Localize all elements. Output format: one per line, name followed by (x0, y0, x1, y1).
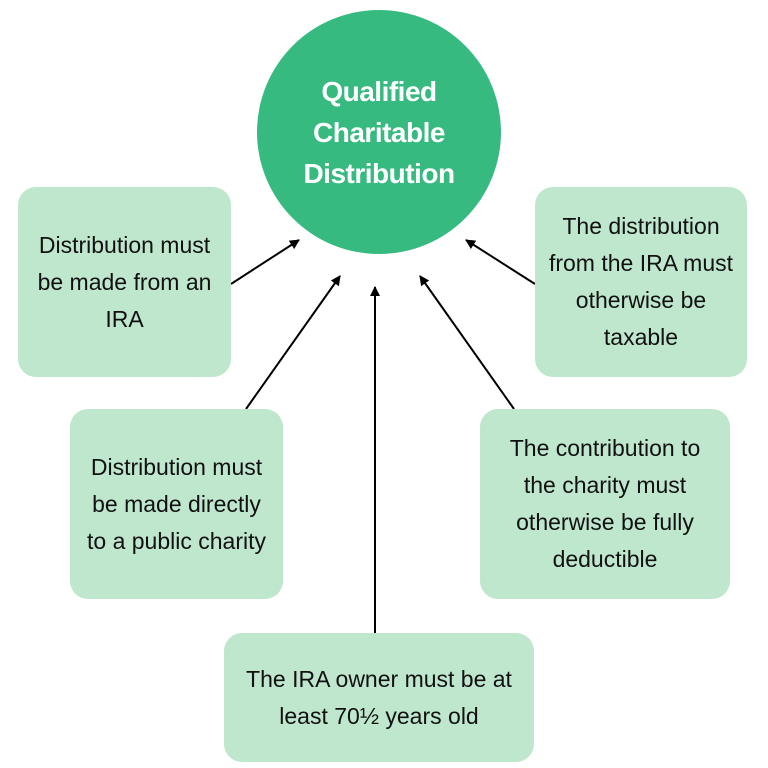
requirement-box-taxable: The distribution from the IRA must other… (535, 187, 747, 377)
arrow-from-taxable-box (465, 239, 536, 285)
center-title: Qualified Charitable Distribution (303, 75, 455, 189)
requirement-box-owner-age: The IRA owner must be at least 70½ years… (224, 633, 534, 762)
requirement-text: The contribution to the charity must oth… (509, 435, 701, 572)
requirement-box-fully-deductible: The contribution to the charity must oth… (480, 409, 730, 599)
center-circle: Qualified Charitable Distribution (257, 10, 501, 254)
requirement-text: Distribution must be made from an IRA (37, 231, 212, 332)
arrow-from-deductible-box (419, 275, 515, 410)
requirement-text: Distribution must be made directly to a … (87, 453, 266, 554)
requirement-box-from-ira: Distribution must be made from an IRA (18, 187, 231, 377)
arrow-from-public-charity-box (245, 275, 341, 410)
requirement-text: The distribution from the IRA must other… (548, 213, 734, 350)
requirement-box-public-charity: Distribution must be made directly to a … (70, 409, 283, 599)
arrow-from-ira-box (230, 239, 300, 285)
requirement-text: The IRA owner must be at least 70½ years… (246, 665, 512, 729)
